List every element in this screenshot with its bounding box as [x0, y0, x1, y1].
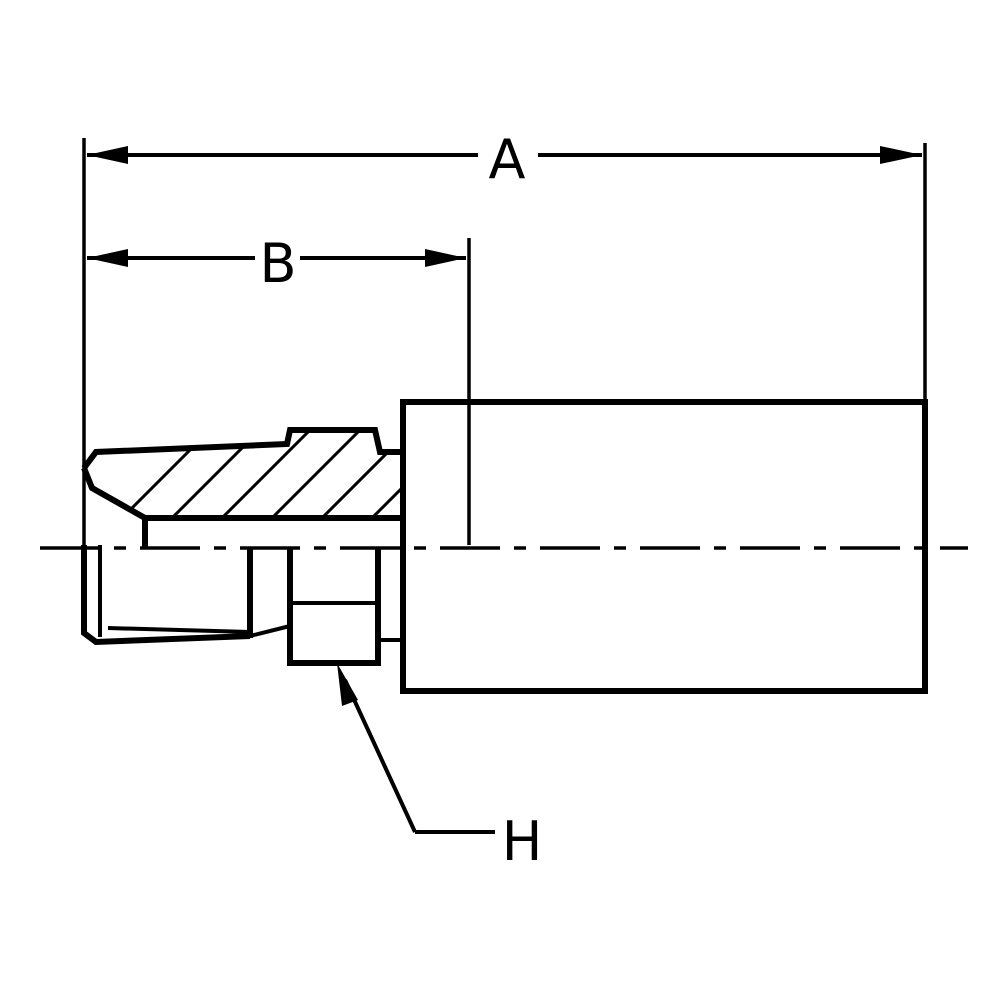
pipe-thread: [81, 545, 251, 646]
dimension-a: A: [87, 128, 922, 191]
fitting-external: [81, 545, 403, 666]
dimension-label-b: B: [259, 232, 296, 295]
callout-h: H: [337, 663, 542, 873]
dimension-b: B: [87, 232, 466, 295]
callout-label-h: H: [502, 810, 543, 873]
dimension-label-a: A: [489, 128, 526, 191]
hex-nut: [287, 548, 381, 666]
